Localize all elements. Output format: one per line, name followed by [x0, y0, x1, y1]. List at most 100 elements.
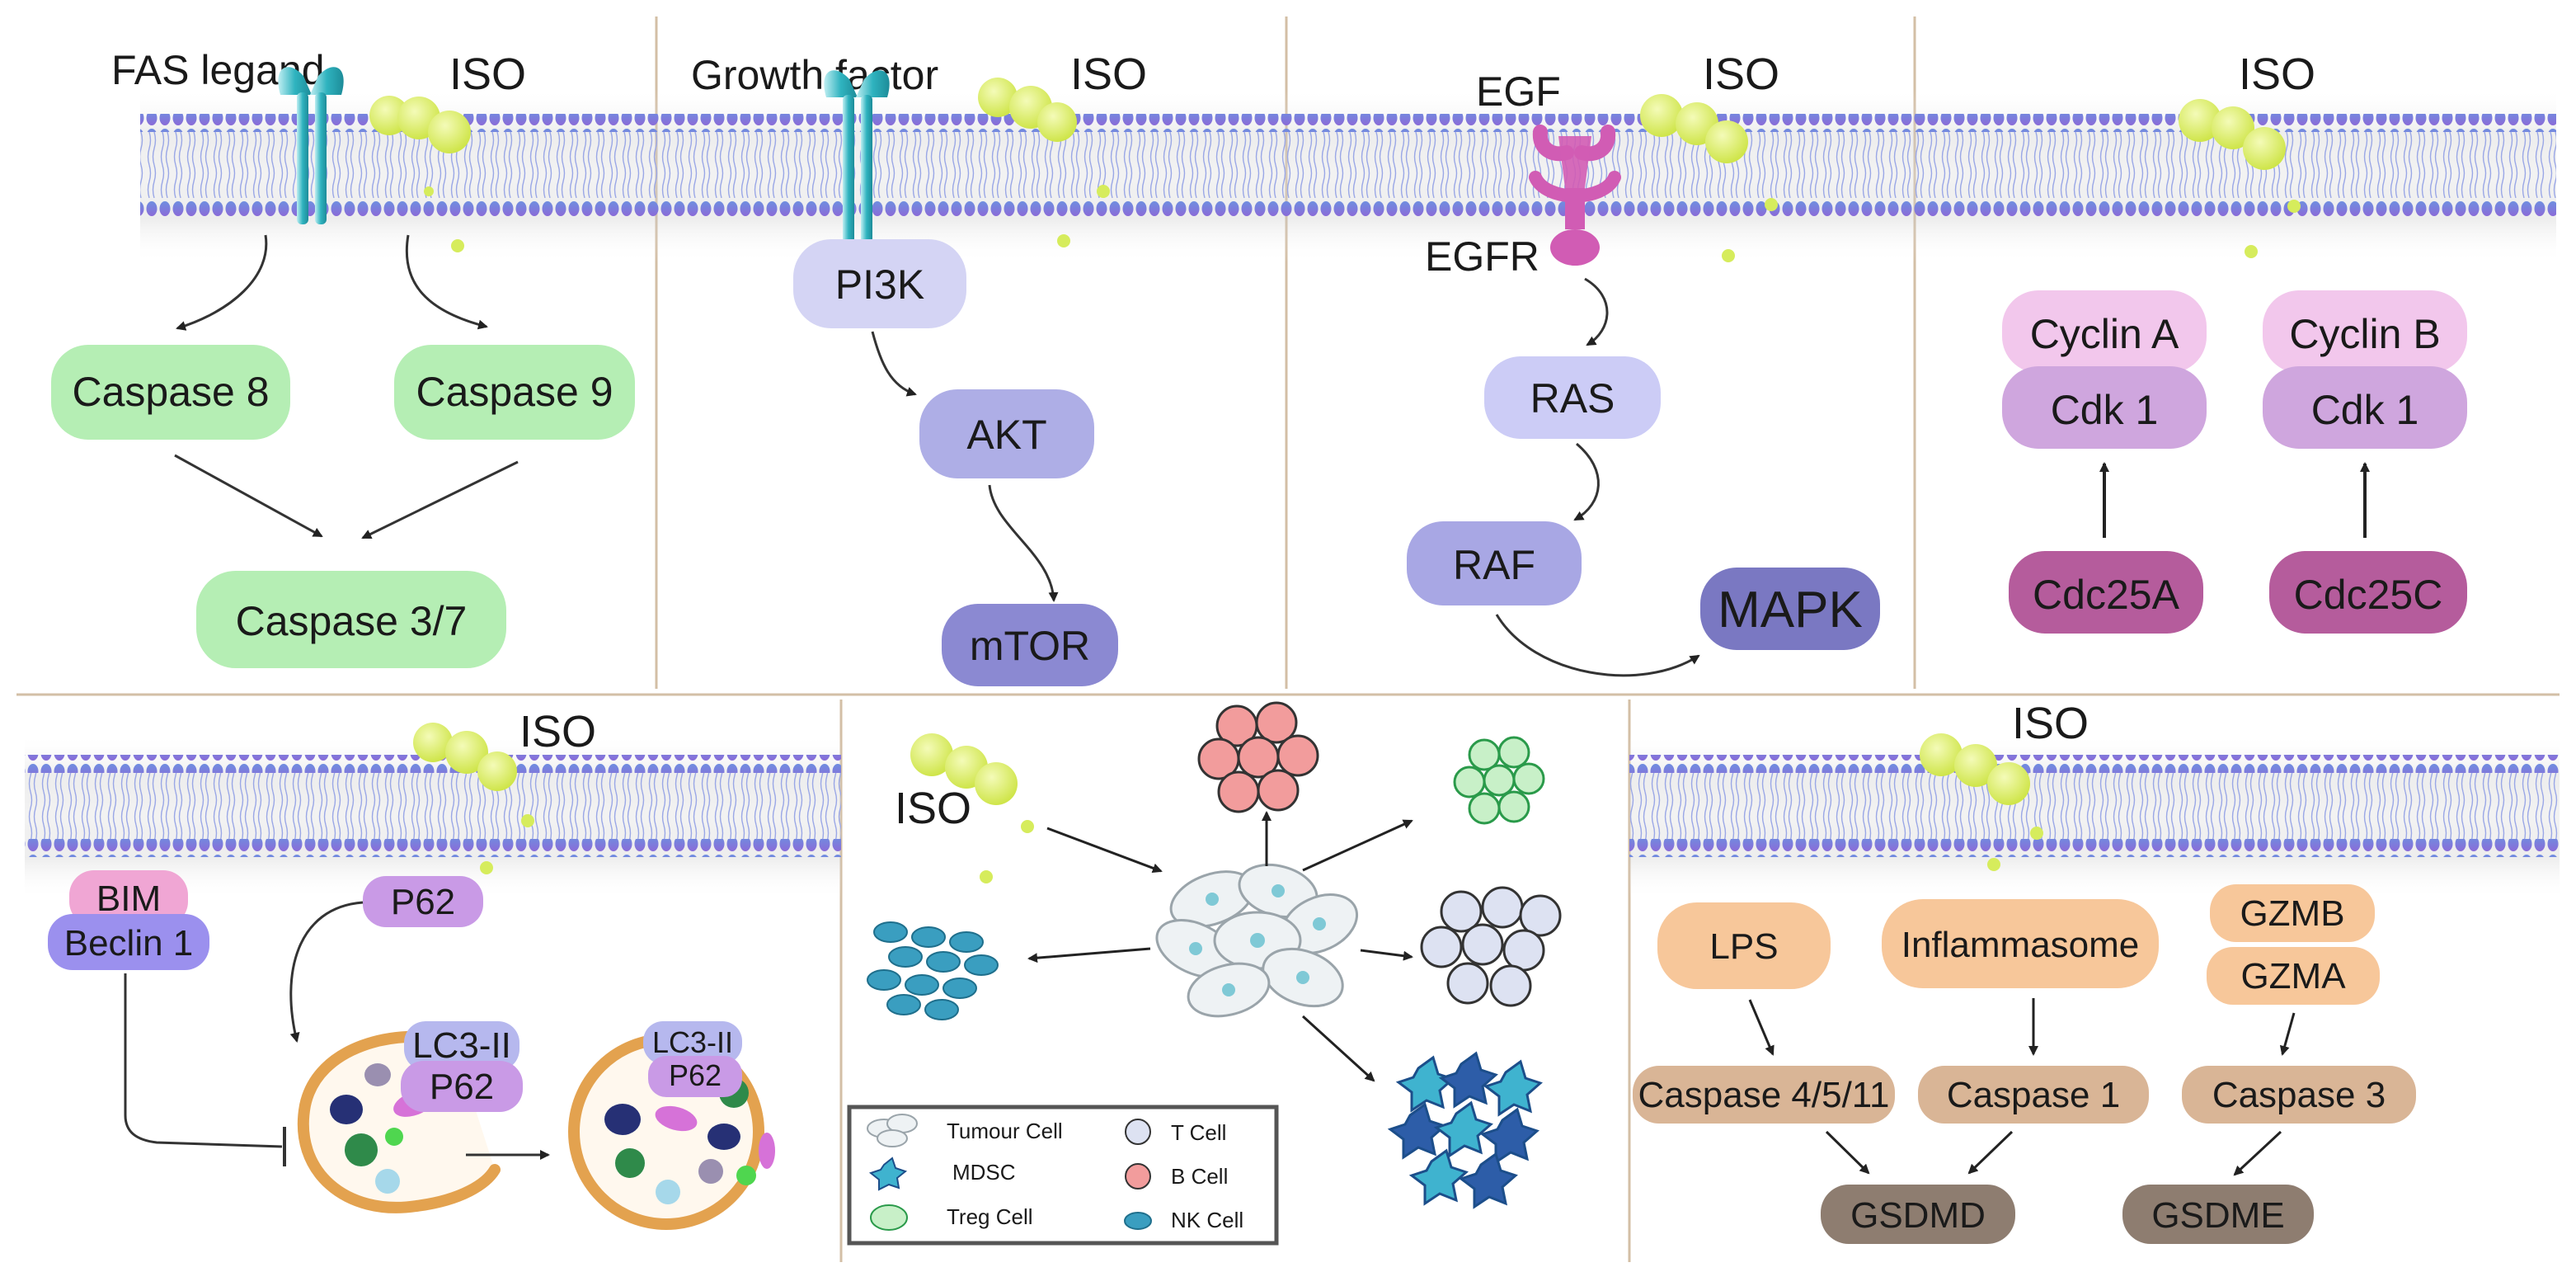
gsdme-node — [2122, 1185, 2314, 1244]
legend-tumour-cell: Tumour Cell — [947, 1119, 1063, 1143]
cdc25c-node — [2269, 551, 2467, 634]
caspase-1-node — [1918, 1066, 2149, 1124]
lc3-ii-node-1 — [404, 1021, 519, 1071]
panel-autophagy: ISO BIM Beclin 1 P62 LC3-II P62 — [48, 707, 775, 1230]
ras-label: RAS — [1530, 375, 1615, 422]
panel-fas-apoptosis: FAS legand ISO Caspase 8 Caspase 9 Caspa… — [51, 47, 635, 668]
iso-molecule-2 — [978, 78, 1110, 247]
panel-pyroptosis: ISO LPS Inflammasome GZMB GZMA Caspase 4… — [1633, 699, 2416, 1244]
egf-label: EGF — [1476, 68, 1561, 115]
egfr-label: EGFR — [1425, 233, 1539, 280]
top-membrane — [140, 89, 2556, 262]
iso-label-4: ISO — [2239, 49, 2315, 99]
caspase-3-node — [2182, 1066, 2416, 1124]
legend-t-cell: T Cell — [1171, 1120, 1226, 1145]
bottom-right-membrane — [1629, 734, 2560, 899]
lc3-ii-label-2: LC3-II — [652, 1025, 733, 1059]
gzma-label: GZMA — [2240, 956, 2346, 996]
caspase-4-5-11-label: Caspase 4/5/11 — [1638, 1075, 1890, 1115]
iso-molecule-5 — [413, 723, 534, 874]
cdc25a-label: Cdc25A — [2033, 572, 2180, 618]
caspase-3-7-label: Caspase 3/7 — [236, 598, 468, 644]
iso-molecule-1 — [369, 96, 471, 252]
p62-node-2 — [401, 1061, 523, 1112]
fas-receptor — [278, 67, 344, 224]
panel-pi3k-akt: Growth factor ISO PI3K AKT mTOR — [691, 49, 1147, 686]
lps-node — [1657, 902, 1831, 989]
gzma-node — [2207, 947, 2380, 1005]
mtor-label: mTOR — [970, 623, 1090, 669]
p62-node-3 — [648, 1056, 742, 1097]
caspase-8-node — [51, 345, 290, 440]
cdk1-b-node — [2263, 366, 2467, 449]
lc3-ii-node-2 — [643, 1021, 742, 1064]
egf-receptor — [1529, 125, 1621, 266]
raf-node — [1407, 521, 1582, 605]
b-cell-cluster — [1197, 701, 1319, 813]
inflammasome-node — [1882, 899, 2159, 988]
tumour-cell-cluster — [1155, 863, 1359, 1018]
iso-molecule-4 — [2179, 99, 2301, 258]
bim-label: BIM — [96, 879, 161, 919]
cdc25a-node — [2009, 551, 2203, 634]
cdk1-a-label: Cdk 1 — [2051, 387, 2159, 433]
bim-node — [69, 870, 188, 926]
cdk1-a-node — [2002, 366, 2207, 449]
iso-molecule-7 — [1920, 733, 2043, 871]
cyclin-b-label: Cyclin B — [2289, 311, 2440, 357]
ras-node — [1484, 356, 1661, 439]
caspase-9-label: Caspase 9 — [416, 369, 613, 415]
beclin-1-label: Beclin 1 — [64, 923, 194, 963]
iso-label-3: ISO — [1703, 49, 1779, 99]
mdsc-cluster — [1387, 1051, 1543, 1209]
p62-label-2: P62 — [430, 1067, 494, 1107]
nk-cell-cluster — [867, 921, 999, 1020]
treg-cell-cluster — [1453, 736, 1545, 825]
gsdmd-label: GSDMD — [1850, 1195, 1986, 1236]
beclin-1-node — [48, 914, 209, 970]
mapk-node — [1700, 568, 1880, 650]
caspase-8-label: Caspase 8 — [72, 369, 269, 415]
iso-label-5: ISO — [519, 707, 596, 756]
raf-label: RAF — [1453, 542, 1535, 588]
cyclin-a-label: Cyclin A — [2030, 311, 2179, 357]
cdc25c-label: Cdc25C — [2294, 572, 2443, 618]
caspase-1-label: Caspase 1 — [1947, 1075, 2120, 1115]
iso-label-6: ISO — [895, 784, 971, 833]
cyclin-a-node — [2002, 290, 2207, 373]
mtor-node — [942, 604, 1118, 686]
p62-node — [363, 876, 483, 927]
legend-treg-cell: Treg Cell — [947, 1204, 1033, 1229]
iso-molecule-6 — [910, 733, 1034, 883]
caspase-3-7-node — [196, 571, 506, 668]
cell-legend: Tumour Cell MDSC Treg Cell T Cell B Cell… — [847, 1105, 1279, 1246]
gsdmd-node — [1821, 1185, 2015, 1244]
akt-label: AKT — [966, 412, 1046, 458]
iso-molecule-3 — [1640, 94, 1778, 262]
gsdme-label: GSDME — [2151, 1195, 2284, 1236]
gzmb-node — [2210, 884, 2375, 942]
t-cell-cluster — [1420, 886, 1562, 1007]
akt-node — [919, 389, 1094, 478]
lps-label: LPS — [1709, 926, 1778, 967]
growth-factor-label: Growth factor — [691, 52, 938, 98]
caspase-3-label: Caspase 3 — [2212, 1075, 2386, 1115]
cyclin-b-node — [2263, 290, 2467, 373]
mapk-label: MAPK — [1718, 582, 1863, 638]
p62-label: P62 — [391, 882, 455, 922]
pi3k-label: PI3K — [835, 261, 924, 308]
growth-factor-receptor — [824, 70, 890, 243]
iso-label-1: ISO — [449, 49, 526, 99]
legend-b-cell: B Cell — [1171, 1164, 1228, 1189]
panel-egfr-mapk: EGF ISO EGFR RAS RAF MAPK — [1407, 49, 1880, 677]
iso-label-2: ISO — [1070, 49, 1147, 99]
p62-label-3: P62 — [669, 1058, 722, 1092]
inflammasome-label: Inflammasome — [1901, 925, 2140, 965]
legend-nk-cell: NK Cell — [1171, 1208, 1243, 1232]
cdk1-b-label: Cdk 1 — [2311, 387, 2419, 433]
pi3k-node — [793, 239, 966, 328]
iso-label-7: ISO — [2012, 699, 2089, 748]
lc3-ii-label-1: LC3-II — [412, 1025, 511, 1066]
panel-immune-cells: ISO — [847, 701, 1562, 1246]
